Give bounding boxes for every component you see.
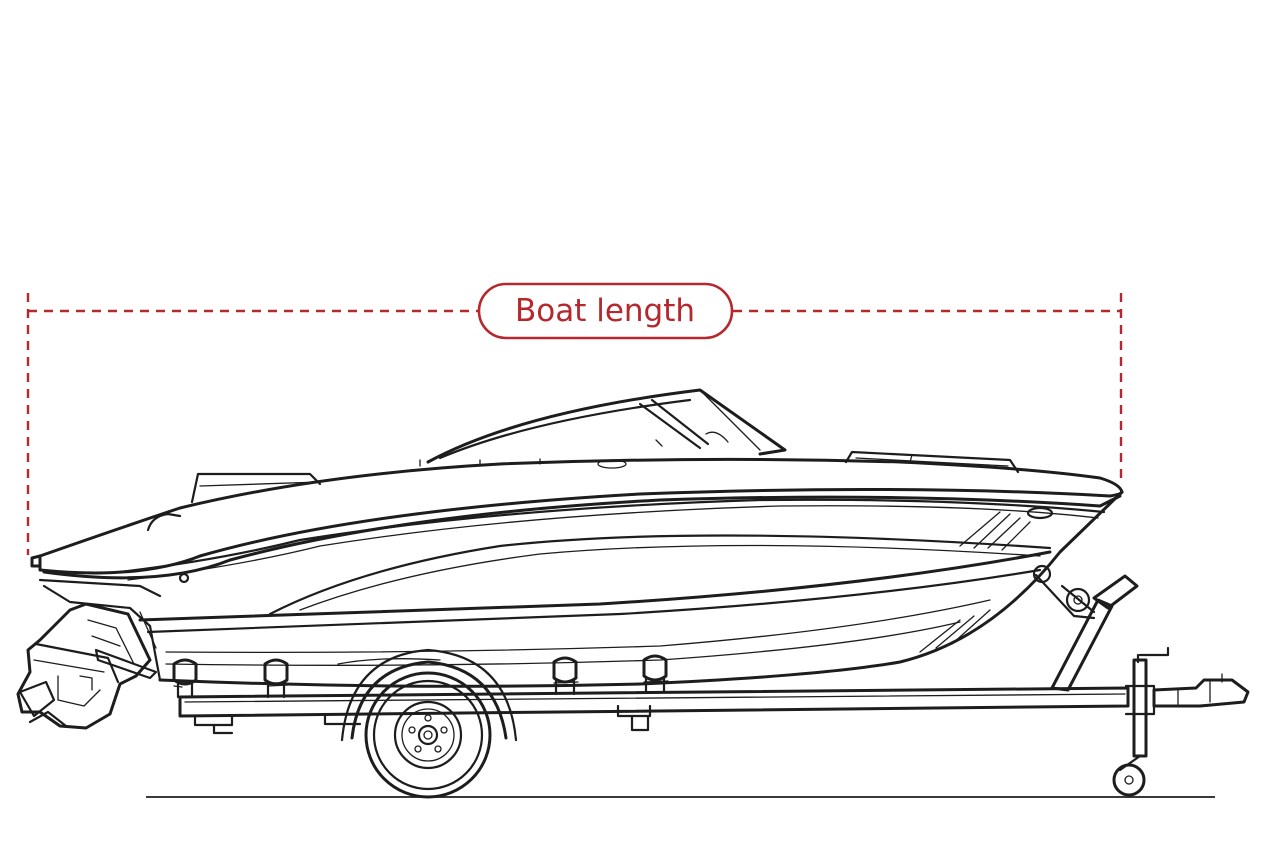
jack-stand: [1132, 658, 1148, 758]
hull-bottom: [158, 490, 1124, 688]
engine-lower-unit: [16, 602, 152, 730]
trailer-frame: [178, 686, 1130, 718]
swim-platform: [30, 554, 42, 568]
deck-line: [38, 457, 1124, 558]
hull-stripe-upper: [118, 498, 1106, 574]
jack-wheel: [1112, 763, 1146, 797]
dimension-label-pill: [477, 282, 734, 340]
length-dimension: Boat length: [26, 282, 1123, 555]
stern-seat: [190, 472, 322, 504]
trailer: [172, 564, 1250, 799]
bow-rail: [844, 450, 1020, 474]
hull-chine: [138, 550, 1052, 622]
bunk-rollers: [172, 654, 668, 686]
windshield: [426, 388, 787, 464]
trailer-fender: [350, 660, 508, 740]
hull-swoosh: [268, 534, 1052, 616]
outboard-engine: [16, 602, 158, 730]
winch-post: [1050, 598, 1114, 692]
transom: [42, 584, 162, 682]
trailer-coupler: [1152, 678, 1250, 708]
boat: [30, 388, 1124, 688]
dimension-label: Boat length: [515, 293, 695, 329]
trailer-wheel: [364, 671, 492, 799]
